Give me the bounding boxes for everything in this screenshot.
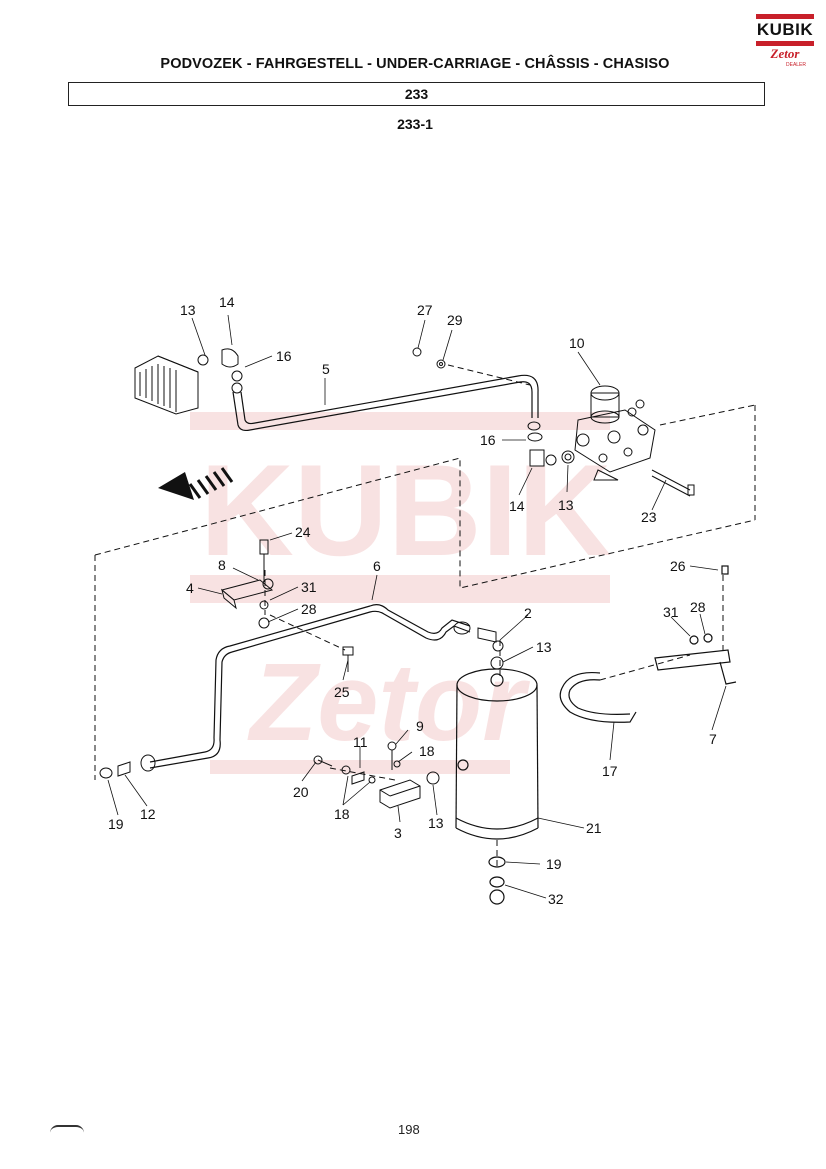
callout-28-strap: 28 [690, 599, 706, 615]
air-tank-21 [455, 668, 539, 905]
callout-25: 25 [334, 684, 350, 700]
logo-top-bar [756, 14, 814, 19]
callout-17: 17 [602, 763, 618, 779]
callout-13-block: 13 [428, 815, 444, 831]
callout-4: 4 [186, 580, 194, 596]
callout-7: 7 [709, 731, 717, 747]
pipe-5 [232, 374, 539, 432]
callout-6: 6 [373, 558, 381, 574]
callout-16-compressor: 16 [276, 348, 292, 364]
callout-13-compressor: 13 [180, 302, 196, 318]
callout-18-lower: 18 [334, 806, 350, 822]
logo-mid-bar [756, 41, 814, 46]
footer-mark [50, 1125, 84, 1135]
compressor-block [134, 348, 243, 415]
logo-tiny: DEALER [786, 62, 807, 68]
logo-sub: Zetor [770, 46, 800, 61]
callout-3: 3 [394, 825, 402, 841]
callout-20: 20 [293, 784, 309, 800]
callout-13-valve: 13 [558, 497, 574, 513]
pipe-6 [149, 604, 471, 769]
watermark: KUBIK Zetor [190, 412, 612, 774]
callout-14-compressor: 14 [219, 294, 235, 310]
valve-10 [574, 385, 656, 481]
end-fittings [99, 754, 156, 779]
assembly-frame [94, 364, 756, 870]
leader-lines [107, 314, 727, 899]
callout-18-upper: 18 [419, 743, 435, 759]
callout-29: 29 [447, 312, 463, 328]
callout-5: 5 [322, 361, 330, 377]
callout-23: 23 [641, 509, 657, 525]
callout-2: 2 [524, 605, 532, 621]
callout-21: 21 [586, 820, 602, 836]
callout-27: 27 [417, 302, 433, 318]
page-number: 198 [398, 1122, 420, 1137]
callout-16-valve: 16 [480, 432, 496, 448]
callout-14-valve: 14 [509, 498, 525, 514]
callout-24: 24 [295, 524, 311, 540]
callout-31-bracket: 31 [301, 579, 317, 595]
callout-labels: 13 14 16 5 27 29 10 16 14 13 23 24 8 4 3… [108, 294, 717, 907]
callout-19-tank: 19 [546, 856, 562, 872]
kubik-zetor-logo: KUBIK Zetor DEALER [756, 14, 814, 70]
watermark-sub: Zetor [247, 641, 530, 764]
callout-19-left: 19 [108, 816, 124, 832]
callout-10: 10 [569, 335, 585, 351]
callout-12: 12 [140, 806, 156, 822]
callout-9: 9 [416, 718, 424, 734]
callout-32: 32 [548, 891, 564, 907]
callout-8: 8 [218, 557, 226, 573]
callout-26: 26 [670, 558, 686, 574]
distribution-block-3 [313, 741, 440, 809]
callout-11: 11 [353, 734, 368, 750]
callout-31-strap: 31 [663, 604, 679, 620]
direction-arrow-icon [158, 467, 234, 500]
section-number-box: 233 [68, 82, 765, 106]
callout-28-bracket: 28 [301, 601, 317, 617]
callout-13-tee: 13 [536, 639, 552, 655]
watermark-word: KUBIK [200, 437, 612, 583]
logo-word: KUBIK [756, 20, 814, 39]
page-title: PODVOZEK - FAHRGESTELL - UNDER-CARRIAGE … [160, 56, 670, 72]
valve-fittings [412, 347, 695, 497]
bracket-4 [220, 539, 354, 672]
strap-17 [559, 565, 737, 723]
subsection-number: 233-1 [397, 116, 433, 132]
